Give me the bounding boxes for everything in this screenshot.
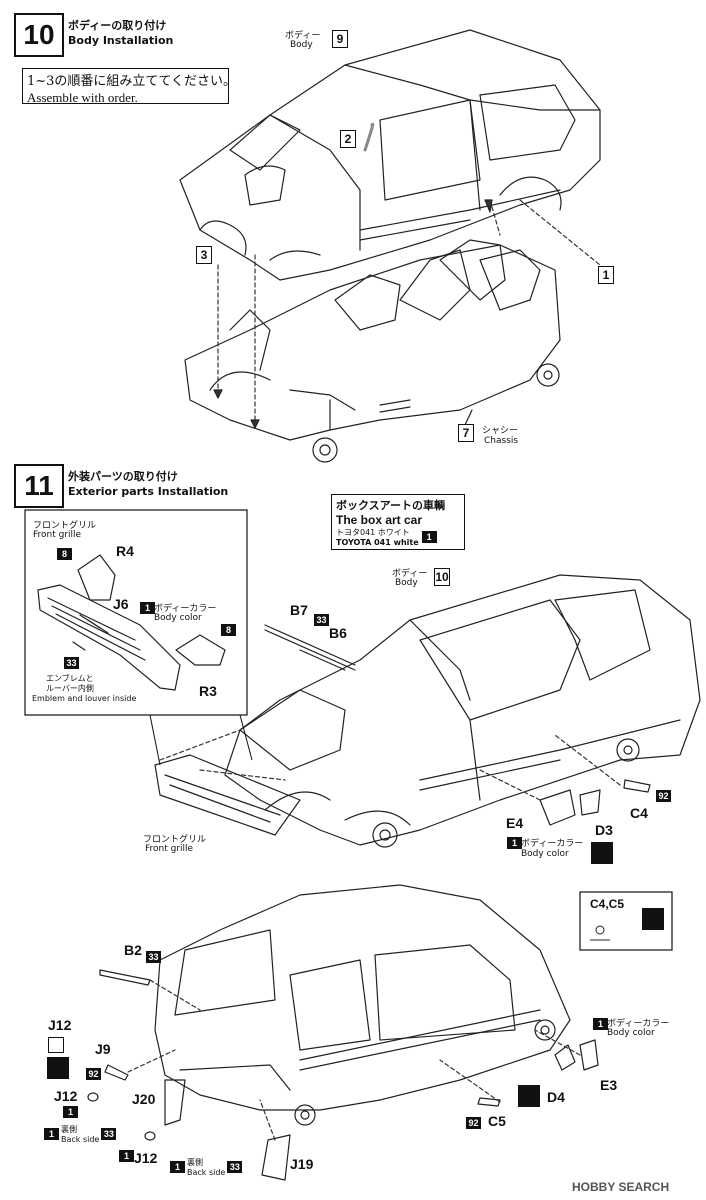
step10-chassis-label-ja: シャシー (482, 426, 519, 436)
boxart-title-ja: ボックスアートの車輌 (336, 499, 446, 512)
rear-j12-color: 1 (63, 1106, 78, 1118)
rear-backside-row-2: 1 裏側 Back side 33 (170, 1157, 243, 1177)
step11-title-en: Exterior parts Installation (68, 485, 229, 498)
inset-label-en: Front grille (33, 530, 82, 540)
inset-color-8a: 8 (57, 548, 72, 560)
step10-title-en: Body Installation (68, 34, 174, 47)
boxart-title-en: The box art car (336, 513, 423, 527)
rear-mirror-color-ja: ボディーカラー (607, 1019, 670, 1029)
inset-emblem-ja-2: ルーバー内側 (46, 684, 94, 693)
rear-handle-color: 92 (466, 1117, 481, 1129)
step10-number: 10 (23, 19, 55, 50)
callout-parts: C4,C5 (590, 897, 625, 911)
inset-part-r4: R4 (116, 543, 134, 559)
boxart-note: ボックスアートの車輌 The box art car トヨタ041 ホワイト T… (331, 494, 465, 550)
step11-front-car (154, 574, 701, 848)
front-paint-icon (591, 842, 613, 864)
front-wiper-color: 33 (314, 614, 329, 626)
rear-part-j12-bottom: J12 (134, 1150, 158, 1166)
step10-chassis-part-num: 7 (458, 424, 474, 442)
inset-body-color-ja: ボディーカラー (154, 604, 217, 614)
front-mirror-color-en: Body color (521, 849, 569, 859)
rear-mudflap-color-num-1: 1 (44, 1128, 59, 1140)
front-grille-ja: フロントグリル (143, 835, 207, 845)
rear-decal-icon (47, 1057, 69, 1079)
front-part-b7: B7 (290, 602, 308, 618)
front-part-b6: B6 (329, 625, 347, 641)
rear-part-d4: D4 (547, 1089, 565, 1105)
rear-part-j12-mid: J12 (54, 1088, 78, 1104)
step11-rear-car (87, 884, 599, 1181)
step10-chassis (184, 239, 561, 463)
boxart-color-row: トヨタ041 ホワイト TOYOTA 041 white 1 (336, 527, 460, 547)
front-body-label-ja: ボディー (392, 569, 428, 579)
front-part-e4: E4 (506, 815, 524, 831)
front-part-c4: C4 (630, 805, 648, 821)
rear-mudflap-en-1: Back side (61, 1135, 100, 1144)
inset-body-color-num: 1 (140, 602, 155, 614)
rear-mudflap-ja-1: 裏側 (61, 1125, 77, 1134)
step10-body-part-num: 9 (332, 30, 348, 48)
rear-mudflap-ja-2: 裏側 (187, 1158, 203, 1167)
step10-order-2: 2 (340, 130, 356, 148)
callout-decal-icon (642, 908, 664, 930)
front-mirror-color-num: 1 (507, 837, 522, 849)
rear-mirror-color-num: 1 (593, 1018, 608, 1030)
step10-number-badge: 10 (14, 13, 64, 57)
front-handle-color: 92 (656, 790, 671, 802)
step10-note-ja: 1~3の順番に組み立ててください。 (27, 74, 237, 89)
step10-order-3: 3 (196, 246, 212, 264)
step10-note-en: Assemble with order. (27, 90, 138, 105)
boxart-color-num: 1 (421, 531, 437, 543)
inset-color-8b: 8 (221, 624, 236, 636)
rear-part-b2: B2 (124, 942, 142, 958)
rear-mudflap-color-2: 33 (227, 1161, 243, 1173)
rear-mudflap-en-2: Back side (187, 1168, 226, 1177)
boxart-color-en: TOYOTA 041 white (336, 538, 419, 547)
rear-part-j20: J20 (132, 1091, 156, 1107)
step10-order-1: 1 (598, 266, 614, 284)
step10-body-shell (179, 29, 601, 281)
step11-number: 11 (24, 470, 54, 501)
front-body-label-en: Body (395, 578, 418, 588)
rear-backside-row-1: 1 裏側 Back side 33 (44, 1124, 117, 1144)
rear-part-j12-top: J12 (48, 1017, 72, 1033)
front-mirror-color-ja: ボディーカラー (521, 839, 584, 849)
watermark: HOBBY SEARCH (572, 1180, 670, 1194)
step11-title-ja: 外装パーツの取り付け (68, 470, 178, 483)
rear-j9-color: 92 (86, 1068, 101, 1080)
front-part-d3: D3 (595, 822, 613, 838)
rear-mudflap-color-num-2: 1 (170, 1161, 185, 1173)
step10-note: 1~3の順番に組み立ててください。 Assemble with order. (22, 68, 237, 105)
step10-title-ja: ボディーの取り付け (68, 19, 167, 32)
rear-j12-color-2: 1 (119, 1150, 134, 1162)
rear-wiper-color: 33 (146, 951, 161, 963)
front-body-part-num: 10 (434, 568, 450, 586)
rear-part-j9: J9 (95, 1041, 111, 1057)
inset-emblem-ja-1: エンブレムと (46, 674, 94, 683)
inset-part-r3: R3 (199, 683, 217, 699)
inset-grille (37, 554, 226, 691)
inset-part-j6: J6 (113, 596, 129, 612)
inset-emblem-en: Emblem and louver inside (32, 694, 137, 703)
step10-body-label-ja: ボディー (285, 31, 321, 41)
rear-part-e3: E3 (600, 1077, 618, 1093)
rear-part-c5: C5 (488, 1113, 506, 1129)
inset-color-33: 33 (64, 657, 79, 669)
front-grille-en: Front grille (145, 844, 194, 854)
inset-body-color-en: Body color (154, 613, 202, 623)
step11-number-badge: 11 (14, 464, 64, 508)
step10-body-label-en: Body (290, 40, 313, 50)
boxart-color-ja: トヨタ041 ホワイト (336, 528, 410, 537)
rear-mudflap-color-1: 33 (101, 1128, 117, 1140)
rear-mirror-color-en: Body color (607, 1028, 655, 1038)
rear-light-icon (48, 1037, 64, 1053)
step10-chassis-label-en: Chassis (484, 436, 519, 446)
rear-part-j19: J19 (290, 1156, 314, 1172)
inset-label-ja: フロントグリル (33, 521, 97, 531)
rear-paint-icon (518, 1085, 540, 1107)
